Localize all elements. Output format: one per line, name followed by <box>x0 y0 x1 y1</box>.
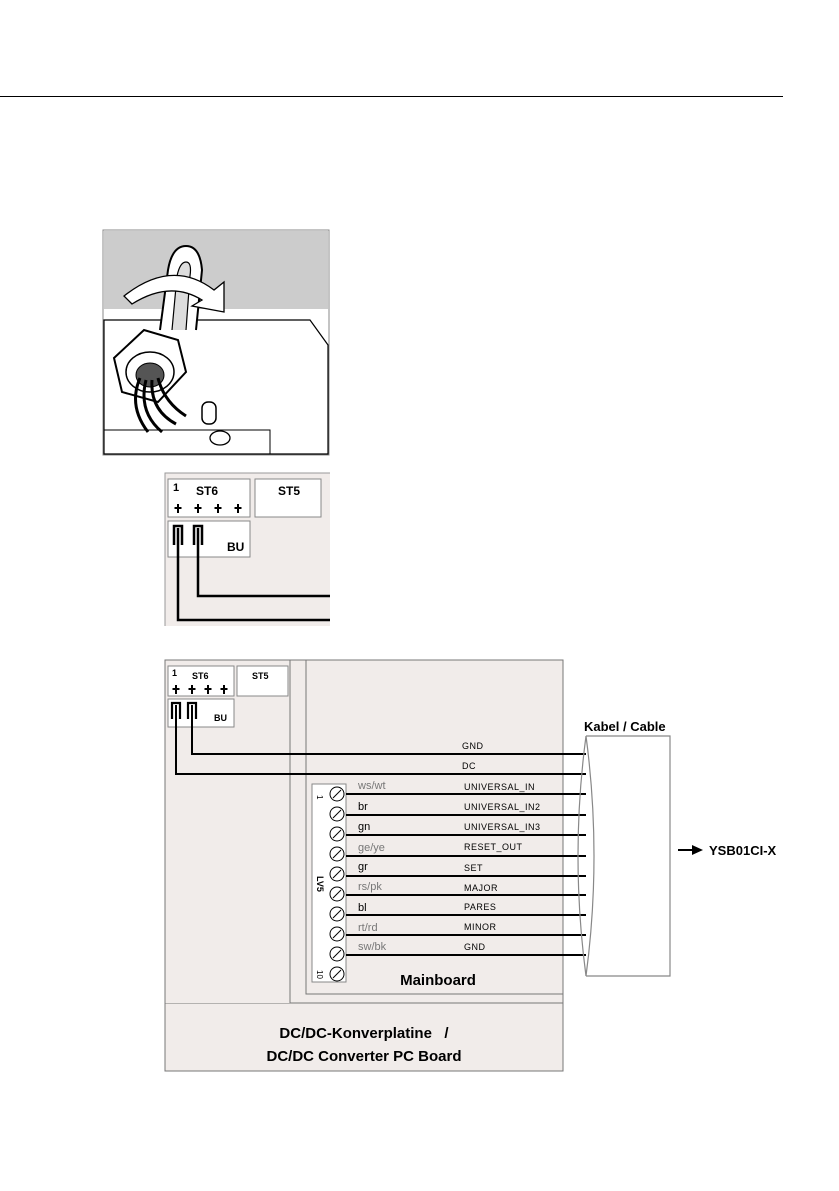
target-label: YSB01CI-X <box>709 843 777 858</box>
wire-6-color: rs/pk <box>358 881 382 893</box>
converter-label-2: DC/DC Converter PC Board <box>266 1048 461 1065</box>
terminal-block-label: LV5 <box>315 876 325 892</box>
dc-wire-1-signal: GND <box>462 741 484 751</box>
wire-4-signal: RESET_OUT <box>464 842 523 852</box>
wire-8-signal: MINOR <box>464 922 497 932</box>
board-st5-label: ST5 <box>252 671 269 681</box>
wire-3-signal: UNIVERSAL_IN3 <box>464 822 541 832</box>
wire-1-color: ws/wt <box>357 780 386 792</box>
wire-5-color: gr <box>358 861 368 873</box>
terminal-first-label: 1 <box>315 795 324 800</box>
main-diagram: 1 ST6 ST5 BU GND DC 1 LV5 10 <box>165 660 777 1071</box>
converter-label-1: DC/DC-Konverplatine / <box>279 1025 449 1042</box>
wire-2-signal: UNIVERSAL_IN2 <box>464 802 541 812</box>
mainboard-label: Mainboard <box>400 972 476 989</box>
wire-1-signal: UNIVERSAL_IN <box>464 782 535 792</box>
wire-9-color: sw/bk <box>358 941 387 953</box>
wire-6-signal: MAJOR <box>464 883 498 893</box>
board-st6-label: ST6 <box>192 671 209 681</box>
wire-7-color: bl <box>358 902 367 914</box>
st6-label: ST6 <box>196 484 218 498</box>
cable-label: Kabel / Cable <box>584 719 666 734</box>
wire-5-signal: SET <box>464 863 483 873</box>
wire-9-signal: GND <box>464 942 486 952</box>
board-pin1-label: 1 <box>172 668 177 678</box>
terminal-last-label: 10 <box>315 970 324 979</box>
wire-3-color: gn <box>358 821 370 833</box>
bu-label: BU <box>227 540 244 554</box>
wire-8-color: rt/rd <box>358 922 378 934</box>
wire-2-color: br <box>358 801 368 813</box>
wire-7-signal: PARES <box>464 902 496 912</box>
pin1-label: 1 <box>173 482 179 494</box>
wire-4-color: ge/ye <box>358 842 385 854</box>
st5-label: ST5 <box>278 484 300 498</box>
board-bu-label: BU <box>214 713 227 723</box>
arrow-right-icon <box>678 845 703 855</box>
connector-detail: 1 ST6 ST5 BU <box>165 473 330 626</box>
dc-wire-2-signal: DC <box>462 761 476 771</box>
gland-illustration <box>103 230 329 455</box>
